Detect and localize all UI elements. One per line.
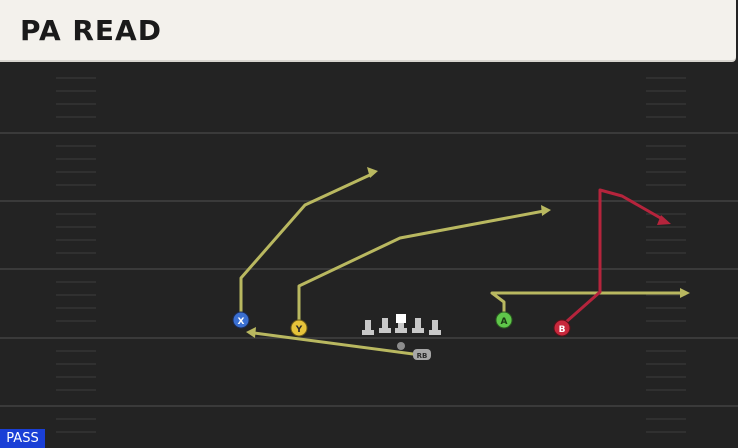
y-receiver-label: Y	[295, 325, 303, 335]
yard-lines	[0, 132, 738, 407]
y-route-arrowhead	[541, 205, 551, 216]
a-receiver-label: A	[501, 317, 508, 327]
rb-label: RB	[417, 352, 428, 360]
lineman-icon	[429, 320, 441, 335]
center-icon	[395, 314, 407, 333]
play-mode-badge: PASS	[0, 429, 45, 448]
play-title: PA READ	[20, 14, 162, 47]
y-receiver-route	[297, 209, 546, 328]
rb-route-arrowhead	[246, 327, 256, 338]
lineman-icon	[412, 318, 424, 333]
a-receiver-marker: A	[495, 311, 513, 329]
quarterback-marker	[397, 342, 405, 350]
lineman-icon	[379, 318, 391, 333]
hash-marks-right	[646, 77, 686, 433]
b-receiver-route	[564, 188, 666, 324]
lineman-icon	[362, 320, 374, 335]
b-receiver-marker: B	[553, 319, 571, 337]
rb-route	[252, 331, 415, 356]
y-receiver-marker: Y	[290, 319, 308, 337]
rb-marker: RB	[413, 349, 431, 360]
a-route-arrowhead	[680, 288, 690, 298]
b-route-arrowhead	[657, 215, 671, 225]
x-receiver-marker: X	[232, 311, 250, 329]
b-receiver-label: B	[559, 325, 566, 335]
offensive-line	[362, 314, 441, 335]
hash-marks-left	[56, 77, 96, 433]
play-title-bar: PA READ	[0, 0, 736, 60]
a-receiver-route	[490, 291, 684, 314]
x-receiver-route	[239, 172, 374, 320]
x-receiver-label: X	[238, 317, 245, 327]
x-route-arrowhead	[367, 167, 378, 178]
